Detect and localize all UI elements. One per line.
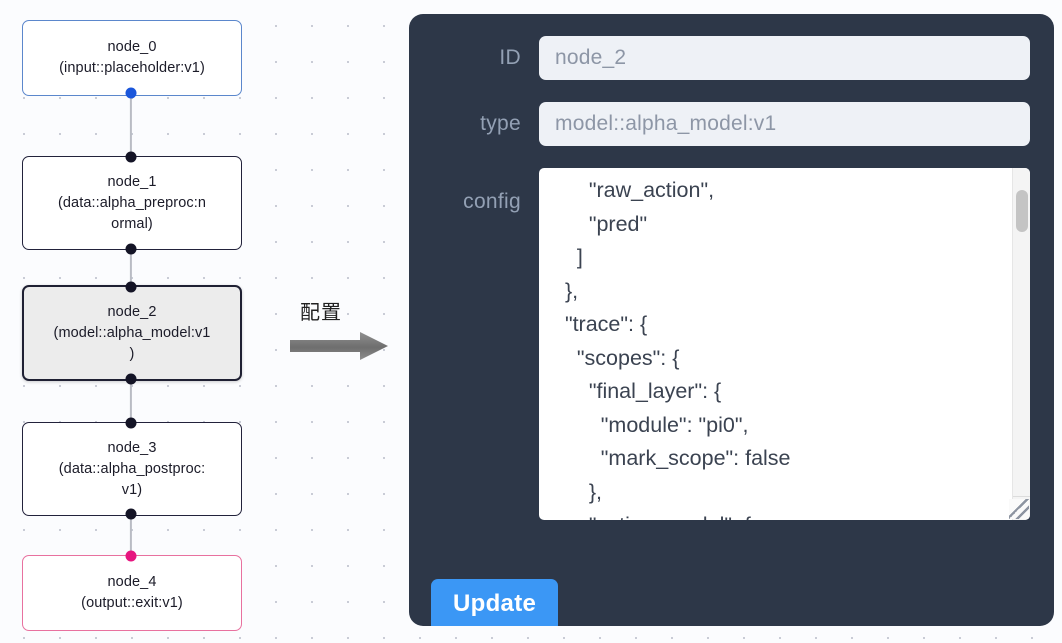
port-node_3-output[interactable] <box>125 508 137 520</box>
annotation-label: 配置 <box>300 302 342 324</box>
node-inspector-panel: ID type config "raw_action", "pred" ] },… <box>409 14 1054 626</box>
config-field-label: config <box>463 190 521 213</box>
graph-node-node_2[interactable]: node_2 (model::alpha_model:v1 ) <box>22 285 242 381</box>
config-scrollbar-divider <box>1013 496 1030 497</box>
node-subtitle: (output::exit:v1) <box>81 595 183 611</box>
port-node_2-input[interactable] <box>125 281 137 293</box>
id-field-label: ID <box>499 46 521 69</box>
config-field-control: "raw_action", "pred" ] }, "trace": { "sc… <box>539 168 1030 520</box>
graph-node-node_1[interactable]: node_1 (data::alpha_preproc:n ormal) <box>22 156 242 250</box>
port-node_0-output[interactable] <box>125 87 137 99</box>
config-scrollbar[interactable] <box>1012 168 1030 520</box>
node-title: node_0 <box>107 39 157 55</box>
edge-node2-node3 <box>129 378 133 425</box>
node-subtitle-line1: (data::alpha_preproc:n <box>57 194 207 211</box>
field-row-type: type <box>421 102 1030 146</box>
graph-node-node_4[interactable]: node_4 (output::exit:v1) <box>22 555 242 631</box>
graph-node-node_0[interactable]: node_0 (input::placeholder:v1) <box>22 20 242 96</box>
type-field-label: type <box>480 112 521 135</box>
config-textarea[interactable]: "raw_action", "pred" ] }, "trace": { "sc… <box>539 168 1030 520</box>
node-title: node_3 <box>107 439 157 456</box>
graph-node-node_3[interactable]: node_3 (data::alpha_postproc: v1) <box>22 422 242 516</box>
port-node_4-input[interactable] <box>125 550 137 562</box>
node-subtitle-line2: ormal) <box>111 215 153 232</box>
update-button[interactable]: Update <box>431 579 559 626</box>
id-field-control <box>539 36 1030 80</box>
field-row-id: ID <box>421 36 1030 80</box>
port-node_1-input[interactable] <box>125 151 137 163</box>
arrow-right-icon <box>290 332 388 360</box>
port-node_3-input[interactable] <box>125 417 137 429</box>
resize-grip-icon[interactable] <box>1009 499 1029 519</box>
edge-node1-node2 <box>129 247 133 288</box>
node-subtitle-line2: ) <box>129 345 135 362</box>
graph-canvas[interactable]: node_0 (input::placeholder:v1) node_1 (d… <box>0 0 400 643</box>
edge-node0-node1 <box>129 93 133 159</box>
node-title: node_2 <box>107 303 157 320</box>
node-subtitle-line2: v1) <box>121 481 143 498</box>
node-title: node_4 <box>107 574 157 590</box>
type-field-control <box>539 102 1030 146</box>
config-scrollbar-thumb[interactable] <box>1016 190 1028 232</box>
field-row-config: config "raw_action", "pred" ] }, "trace"… <box>421 168 1030 520</box>
type-input[interactable] <box>539 102 1030 146</box>
edge-node3-node4 <box>129 513 133 557</box>
node-subtitle-line1: (data::alpha_postproc: <box>58 460 206 477</box>
id-input[interactable] <box>539 36 1030 80</box>
port-node_1-output[interactable] <box>125 243 137 255</box>
annotation-arrow-group: 配置 <box>290 296 395 360</box>
port-node_2-output[interactable] <box>125 373 137 385</box>
config-textarea-wrap: "raw_action", "pred" ] }, "trace": { "sc… <box>539 168 1030 520</box>
node-subtitle-line1: (model::alpha_model:v1 <box>53 324 211 341</box>
node-subtitle: (input::placeholder:v1) <box>59 60 205 76</box>
node-title: node_1 <box>107 173 157 190</box>
